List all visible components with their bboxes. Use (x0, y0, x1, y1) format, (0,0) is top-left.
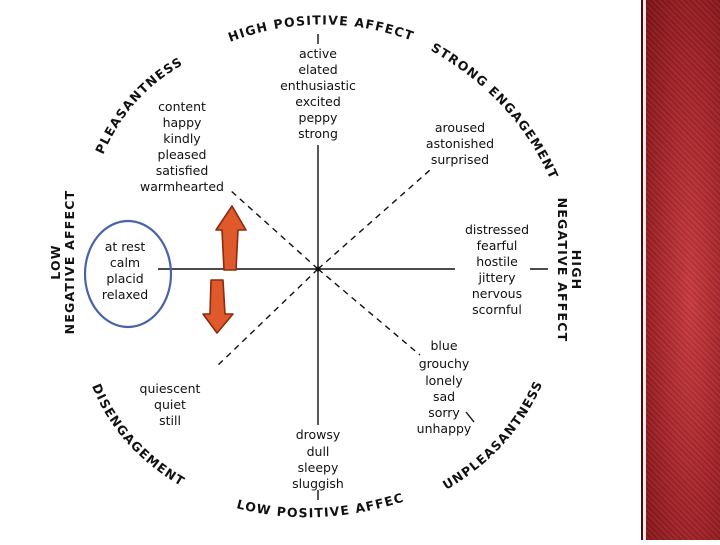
word-list-low-positive: drowsy dull sleepy sluggish (292, 427, 344, 491)
word: active (299, 46, 337, 61)
label-high-negative-line2: NEGATIVE AFFECT (555, 198, 570, 343)
diagonal-se (317, 268, 421, 356)
slide-sidebar-decoration (641, 0, 720, 540)
word: aroused (435, 120, 485, 135)
word: enthusiastic (280, 78, 356, 93)
label-high-negative-line1: HIGH (569, 250, 584, 291)
word: kindly (163, 131, 201, 146)
word: hostile (476, 254, 518, 269)
word-list-high-negative: distressed fearful hostile jittery nervo… (465, 222, 529, 317)
word: strong (298, 126, 338, 141)
word: sad (433, 389, 455, 404)
word: sluggish (292, 476, 344, 491)
diagonal-sw (214, 268, 319, 369)
word: pleased (158, 147, 207, 162)
label-low-negative-affect: LOW NEGATIVE AFFECT (48, 190, 77, 335)
word: at rest (105, 239, 146, 254)
word: happy (163, 115, 202, 130)
word: scornful (472, 302, 522, 317)
highlight-ellipse (83, 219, 173, 329)
word: jittery (478, 270, 517, 285)
word: quiescent (140, 381, 201, 396)
word: sleepy (298, 460, 339, 475)
word: calm (110, 255, 140, 270)
diagonal-ne (317, 169, 431, 270)
label-high-negative-affect: HIGH NEGATIVE AFFECT (555, 198, 584, 343)
word: peppy (299, 110, 338, 125)
word-list-low-negative: at rest calm placid relaxed (102, 239, 148, 302)
word: sorry (428, 405, 460, 420)
word: content (158, 99, 206, 114)
word: unhappy (417, 421, 472, 436)
word: astonished (426, 136, 494, 151)
word: elated (298, 62, 337, 77)
word: relaxed (102, 287, 148, 302)
label-high-positive-affect: HIGH POSITIVE AFFECT (226, 12, 416, 44)
label-low-negative-line1: LOW (48, 244, 63, 280)
word: drowsy (296, 427, 341, 442)
axes (158, 34, 548, 500)
word: quiet (154, 397, 186, 412)
word: fearful (477, 238, 518, 253)
sidebar-edge (643, 0, 646, 540)
word: nervous (472, 286, 522, 301)
word: grouchy (419, 356, 470, 371)
word: satisfied (156, 163, 209, 178)
diagonal-nw (229, 189, 319, 270)
down-arrow-icon (202, 279, 234, 334)
word: excited (295, 94, 341, 109)
word: surprised (431, 152, 489, 167)
word-list-strong-engagement: aroused astonished surprised (426, 120, 494, 167)
label-low-negative-line2: NEGATIVE AFFECT (62, 190, 77, 335)
word-list-pleasantness: content happy kindly pleased satisfied w… (140, 99, 224, 194)
word-list-unpleasantness: blue grouchy lonely sad sorry unhappy (417, 338, 472, 436)
affect-circumplex-diagram: HIGH POSITIVE AFFECT LOW POSITIVE AFFECT… (0, 0, 584, 520)
word-list-high-positive: active elated enthusiastic excited peppy… (280, 46, 356, 141)
word-list-disengagement: quiescent quiet still (140, 381, 201, 428)
word: warmhearted (140, 179, 224, 194)
word: lonely (425, 373, 463, 388)
word: dull (307, 444, 330, 459)
word: blue (430, 338, 457, 353)
up-arrow-icon (215, 205, 247, 271)
word: placid (106, 271, 143, 286)
word: distressed (465, 222, 529, 237)
word: still (159, 413, 181, 428)
diagonal-se-tick (465, 411, 475, 423)
center-point (315, 266, 321, 272)
